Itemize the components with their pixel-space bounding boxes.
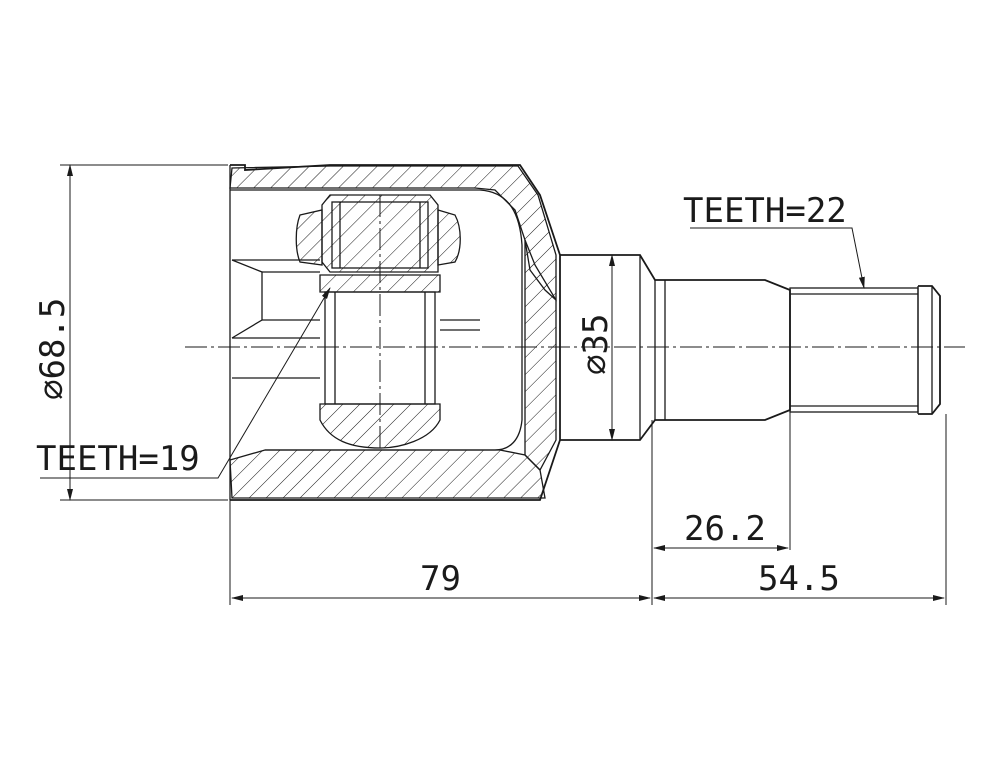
housing bbox=[229, 164, 561, 501]
inner-teeth-label: TEETH=19 bbox=[36, 439, 200, 479]
tripod-assembly bbox=[295, 194, 480, 449]
spline-length-dimension: 26.2 bbox=[684, 509, 766, 549]
stem-diameter-label: ⌀35 bbox=[576, 314, 616, 375]
center-lines bbox=[185, 195, 965, 450]
dimension-lines bbox=[60, 164, 947, 605]
stem-length-dimension: 54.5 bbox=[758, 559, 840, 599]
outer-diameter-label: ⌀68.5 bbox=[33, 298, 73, 400]
body-length-dimension: 79 bbox=[420, 559, 461, 599]
teeth-leaders bbox=[40, 227, 865, 479]
outer-teeth-label: TEETH=22 bbox=[683, 191, 847, 231]
